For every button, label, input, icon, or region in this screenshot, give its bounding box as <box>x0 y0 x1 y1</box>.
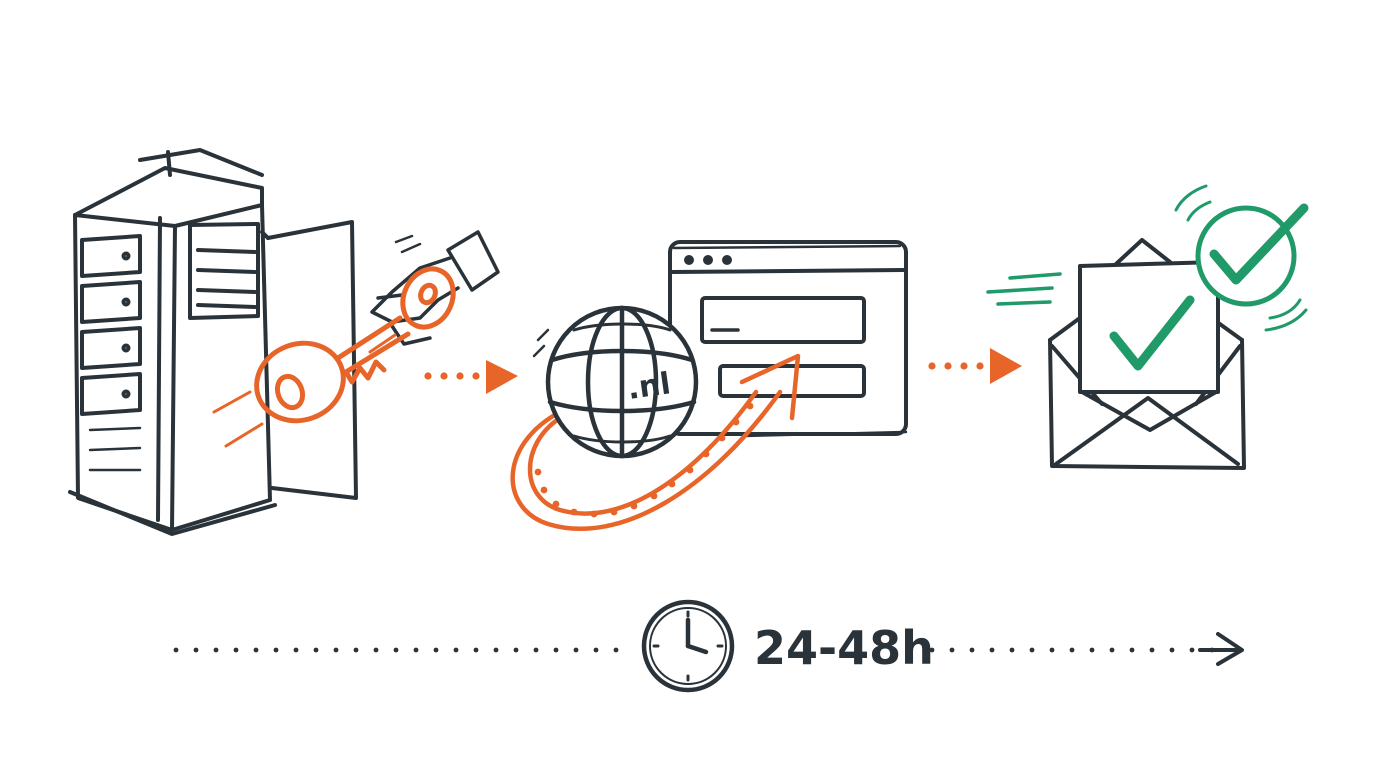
server-key-icon <box>68 148 500 536</box>
server-icon <box>68 148 358 536</box>
globe-icon <box>532 305 699 459</box>
arrow-right-icon <box>1198 632 1244 666</box>
key-icon <box>254 266 456 424</box>
hand-icon <box>370 230 500 346</box>
transfer-arrow <box>510 353 801 531</box>
domain-label: .nl <box>625 366 672 407</box>
timeline: 24-48h <box>173 599 1244 693</box>
browser-window-icon <box>668 240 908 438</box>
flow-arrow <box>928 348 1022 384</box>
envelope-check-icon <box>986 184 1309 470</box>
check-circle-icon <box>1174 184 1309 332</box>
timeline-label: 24-48h <box>754 621 934 675</box>
globe-browser-icon: .nl <box>510 240 908 531</box>
check-icon <box>1109 295 1195 371</box>
clock-icon <box>641 599 735 693</box>
flow-arrow <box>424 360 518 394</box>
envelope-icon <box>1048 238 1246 470</box>
